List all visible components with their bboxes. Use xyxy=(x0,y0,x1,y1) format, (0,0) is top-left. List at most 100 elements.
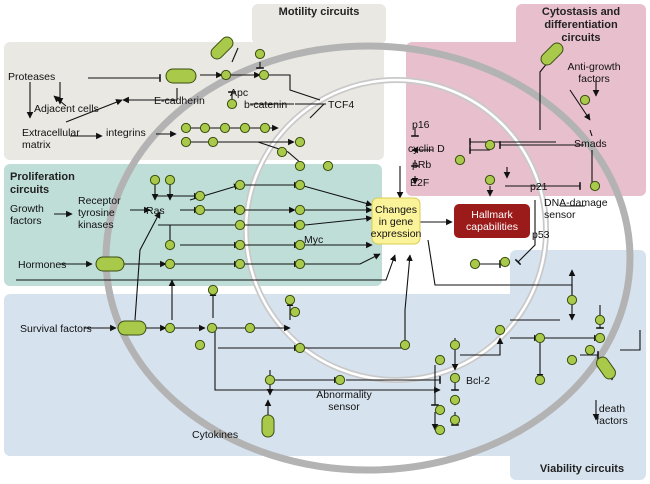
signaling-node xyxy=(594,314,606,326)
signaling-node xyxy=(234,258,246,270)
label-e-cadherin: E-cadherin xyxy=(154,95,205,107)
receptor-capsule xyxy=(95,256,125,272)
signaling-node xyxy=(254,48,266,60)
signaling-node xyxy=(219,122,231,134)
gene-expression-box xyxy=(371,197,421,245)
signaling-node xyxy=(294,160,306,172)
signaling-node xyxy=(566,294,578,306)
signaling-node xyxy=(206,322,218,334)
signaling-node xyxy=(234,179,246,191)
label-smads: Smads xyxy=(574,138,607,150)
viability-region xyxy=(4,250,646,480)
signaling-node xyxy=(259,122,271,134)
label-p53: p53 xyxy=(532,229,550,241)
signaling-node xyxy=(594,332,606,344)
signaling-node xyxy=(589,180,601,192)
cytostasis-region xyxy=(406,4,646,196)
signaling-node xyxy=(469,258,481,270)
receptor-capsule xyxy=(596,356,616,380)
label-myc: Myc xyxy=(304,234,323,246)
signaling-node xyxy=(258,69,270,81)
signaling-node xyxy=(484,139,496,151)
signaling-node xyxy=(534,332,546,344)
receptor-capsules xyxy=(95,36,616,438)
signaling-node xyxy=(194,190,206,202)
signaling-node xyxy=(294,258,306,270)
signaling-node xyxy=(322,160,334,172)
label-apc: Apc xyxy=(230,87,248,99)
signaling-node xyxy=(244,322,256,334)
signaling-node xyxy=(584,344,596,356)
signaling-nodes xyxy=(149,48,606,436)
signaling-node xyxy=(180,136,192,148)
connections xyxy=(16,47,641,431)
signaling-node xyxy=(239,122,251,134)
signaling-node xyxy=(207,136,219,148)
signaling-node xyxy=(449,372,461,384)
signaling-node xyxy=(276,146,288,158)
signaling-node xyxy=(264,374,276,386)
receptor-capsule xyxy=(540,42,564,66)
label-cytokines: Cytokines xyxy=(192,429,238,441)
signaling-node xyxy=(234,204,246,216)
signaling-node xyxy=(294,204,306,216)
signaling-node xyxy=(579,94,591,106)
signaling-node xyxy=(399,339,411,351)
label-b-catenin: b-catenin xyxy=(244,99,287,111)
signaling-node xyxy=(449,394,461,406)
signaling-node xyxy=(494,324,506,336)
label-cyclin-d: cyclin D xyxy=(408,143,445,155)
signaling-node xyxy=(226,98,238,110)
signaling-node xyxy=(199,122,211,134)
signaling-node xyxy=(334,374,346,386)
signaling-node xyxy=(284,294,296,306)
signaling-node xyxy=(449,339,461,351)
signaling-node xyxy=(294,179,306,191)
signaling-node xyxy=(289,306,301,318)
label-prb: pRb xyxy=(412,159,431,171)
signaling-node xyxy=(164,258,176,270)
signaling-node xyxy=(194,204,206,216)
signaling-node xyxy=(164,322,176,334)
signaling-node xyxy=(234,239,246,251)
label-p16: p16 xyxy=(412,119,430,131)
label-survival-factors: Survival factors xyxy=(20,323,92,335)
label-tcf4: TCF4 xyxy=(328,99,354,111)
signaling-node xyxy=(234,219,246,231)
signaling-node xyxy=(294,136,306,148)
receptor-capsule xyxy=(117,320,147,336)
signaling-node xyxy=(434,404,446,416)
signaling-node xyxy=(454,154,466,166)
receptor-capsule xyxy=(165,68,197,84)
signaling-node xyxy=(294,342,306,354)
motility-title: Motility circuits xyxy=(279,6,360,18)
label-e2f: E2F xyxy=(410,177,429,189)
viability-title: Viability circuits xyxy=(540,463,624,475)
receptor-capsule xyxy=(261,414,275,438)
signaling-node xyxy=(294,219,306,231)
signaling-node xyxy=(207,284,219,296)
signaling-node xyxy=(149,174,161,186)
label-adjacent-cells: Adjacent cells xyxy=(34,103,99,115)
label-bcl2: Bcl-2 xyxy=(466,375,490,387)
signaling-node xyxy=(194,339,206,351)
receptor-capsule xyxy=(210,36,234,60)
signaling-node xyxy=(180,122,192,134)
signaling-node xyxy=(534,374,546,386)
label-proteases: Proteases xyxy=(8,71,55,83)
signaling-node xyxy=(449,414,461,426)
signaling-node xyxy=(484,174,496,186)
signaling-node xyxy=(434,424,446,436)
signaling-node xyxy=(434,354,446,366)
